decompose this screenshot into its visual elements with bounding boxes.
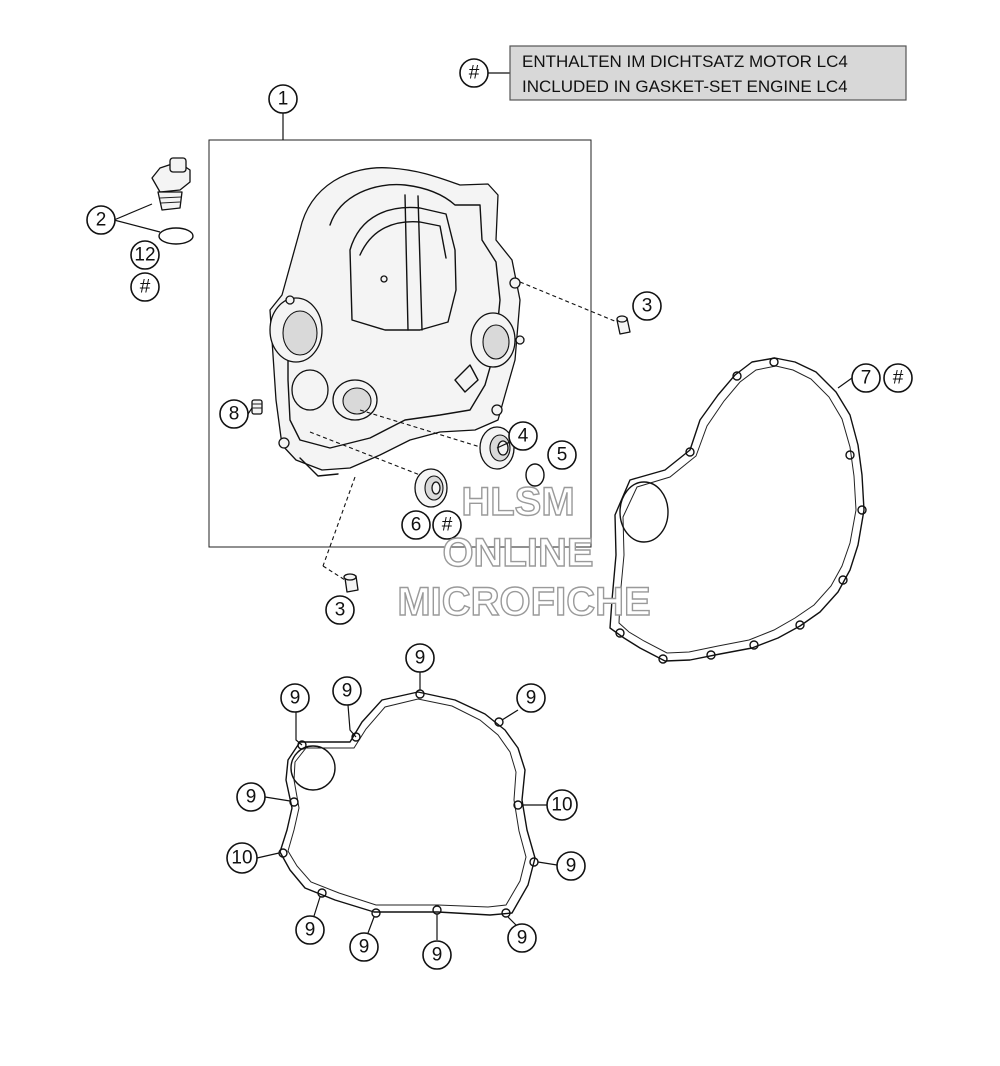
- callout-9-upper-mid: 9: [332, 676, 362, 706]
- callout-8: 8: [219, 399, 249, 429]
- callout-9-bottom: 9: [422, 940, 452, 970]
- dowel-pin-upper: [616, 315, 631, 335]
- oil-filler-plug: [151, 157, 191, 211]
- callout-10-right: 10: [546, 789, 578, 821]
- outer-cover-gasket: [609, 357, 865, 662]
- svg-text:9: 9: [305, 920, 316, 941]
- callout-hash-7: #: [883, 363, 913, 393]
- callout-hash-2: #: [130, 272, 160, 302]
- svg-text:10: 10: [551, 795, 572, 816]
- svg-text:9: 9: [566, 856, 577, 877]
- callout-9-top: 9: [405, 643, 435, 673]
- callout-3-upper: 3: [632, 291, 662, 321]
- callout-5: 5: [547, 440, 577, 470]
- svg-text:9: 9: [415, 648, 426, 669]
- svg-text:9: 9: [526, 688, 537, 709]
- callout-10-left: 10: [226, 842, 258, 874]
- svg-text:#: #: [442, 515, 453, 536]
- legend-line-german: ENTHALTEN IM DICHTSATZ MOTOR LC4: [522, 52, 848, 71]
- callout-12: 12: [130, 240, 160, 270]
- legend-hash-symbol: #: [459, 58, 489, 88]
- watermark: HLSM ONLINE MICROFICHE: [397, 479, 652, 624]
- washer: [525, 463, 545, 487]
- watermark-line-3: MICROFICHE: [397, 580, 650, 624]
- watermark-line-1: HLSM: [461, 480, 574, 524]
- svg-text:#: #: [140, 277, 151, 298]
- callout-4: 4: [508, 421, 538, 451]
- crank-seal-ring: [414, 468, 448, 508]
- outer-gasket-bolt-holes: [615, 357, 867, 664]
- svg-text:1: 1: [278, 89, 289, 110]
- svg-text:9: 9: [290, 688, 301, 709]
- watermark-line-2: ONLINE: [442, 531, 593, 575]
- legend: # ENTHALTEN IM DICHTSATZ MOTOR LC4 INCLU…: [459, 45, 907, 101]
- svg-text:9: 9: [342, 681, 353, 702]
- svg-text:10: 10: [231, 848, 252, 869]
- svg-text:#: #: [893, 368, 904, 389]
- svg-text:7: 7: [861, 368, 872, 389]
- callout-7: 7: [851, 363, 881, 393]
- callout-9-left: 9: [236, 782, 266, 812]
- callout-9-right: 9: [556, 851, 586, 881]
- callout-6: 6: [401, 510, 431, 540]
- svg-text:9: 9: [517, 928, 528, 949]
- svg-text:8: 8: [229, 404, 240, 425]
- svg-text:12: 12: [134, 245, 155, 266]
- svg-text:3: 3: [335, 600, 346, 621]
- inner-gasket-bolt-holes: [278, 689, 539, 918]
- svg-text:4: 4: [518, 426, 529, 447]
- svg-text:5: 5: [557, 445, 568, 466]
- svg-text:9: 9: [246, 787, 257, 808]
- svg-text:6: 6: [411, 515, 422, 536]
- svg-text:9: 9: [432, 945, 443, 966]
- inner-gasket-opening: [290, 745, 336, 791]
- svg-text:3: 3: [642, 296, 653, 317]
- legend-box: [509, 45, 907, 101]
- o-ring: [158, 227, 194, 245]
- gasket-opening: [619, 481, 669, 543]
- oil-screen-plug: [251, 399, 263, 415]
- callout-9-lower-left: 9: [295, 915, 325, 945]
- inner-cover-gasket: [279, 691, 536, 916]
- callout-9-upper-left: 9: [280, 683, 310, 713]
- callout-9-upper-right: 9: [516, 683, 546, 713]
- part-1-assembly-box: [208, 139, 592, 548]
- callout-3-lower: 3: [325, 595, 355, 625]
- svg-text:#: #: [469, 63, 480, 84]
- dowel-pin-lower: [343, 573, 359, 593]
- callout-9-bottom-left: 9: [349, 932, 379, 962]
- callout-hash-6: #: [432, 510, 462, 540]
- callout-1: 1: [268, 84, 298, 114]
- callout-9-bottom-right: 9: [507, 923, 537, 953]
- clutch-cover-drawing: [269, 167, 525, 477]
- svg-text:2: 2: [96, 210, 107, 231]
- svg-text:9: 9: [359, 937, 370, 958]
- callout-2: 2: [86, 205, 116, 235]
- legend-line-english: INCLUDED IN GASKET-SET ENGINE LC4: [522, 77, 848, 96]
- inner-gasket-leaders: [256, 672, 558, 940]
